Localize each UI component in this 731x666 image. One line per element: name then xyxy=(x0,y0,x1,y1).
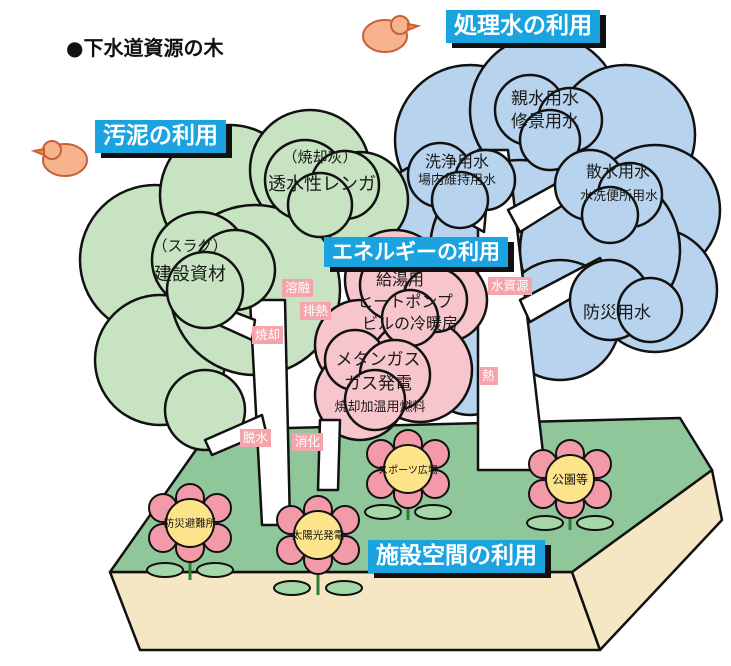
flower-label-1: 防災避難所 xyxy=(163,517,217,530)
flower-label-2: 太陽光発電 xyxy=(291,529,345,542)
water-use-1b: 修景用水 xyxy=(511,112,579,132)
water-sub-clouds xyxy=(406,73,684,344)
energy-use-1c: ビルの冷暖房 xyxy=(361,314,458,333)
tag-heat: 熱 xyxy=(479,367,498,385)
water-use-3b: 水洗便所用水 xyxy=(579,189,658,204)
energy-use-1a: 給湯用 xyxy=(375,270,424,289)
slag-label: （スラグ） xyxy=(152,237,228,255)
water-use-2b: 場内維持用水 xyxy=(417,173,496,188)
energy-use-2c: 焼却加温用燃料 xyxy=(334,400,426,415)
flower-icon xyxy=(146,483,234,580)
tag-incineration: 焼却 xyxy=(252,326,284,344)
water-use-2a: 洗浄用水 xyxy=(424,152,489,171)
header-facility-space: 施設空間の利用 xyxy=(368,540,545,573)
bird-icon xyxy=(30,140,88,177)
water-use-1a: 親水用水 xyxy=(511,89,579,109)
energy-sub-clouds xyxy=(323,248,469,432)
water-use-4: 防災用水 xyxy=(583,303,651,323)
sludge-sub-clouds xyxy=(150,138,381,330)
flower-label-3: スポーツ広場 xyxy=(378,465,438,477)
tag-melting: 溶融 xyxy=(282,279,314,297)
flower-icon xyxy=(526,439,614,531)
tag-dewatering: 脱水 xyxy=(240,429,272,447)
header-sludge: 汚泥の利用 xyxy=(95,120,226,153)
tag-digestion: 消化 xyxy=(292,433,324,451)
energy-trunk xyxy=(316,418,342,492)
flower-label-4: 公園等 xyxy=(551,472,589,487)
ash-label: （焼却灰） xyxy=(282,148,358,166)
energy-use-1b: ヒートポンプ xyxy=(357,292,453,311)
header-energy: エネルギーの利用 xyxy=(324,237,508,268)
energy-use-2a: メタンガス xyxy=(335,350,421,370)
energy-use-2b: ガス発電 xyxy=(344,374,412,394)
ash-use: 透水性レンガ xyxy=(268,174,376,195)
page-title: ●下水道資源の木 xyxy=(66,36,224,60)
bird-icon xyxy=(362,15,422,53)
water-use-3a: 散水用水 xyxy=(585,162,650,181)
tag-exhaust-heat: 排熱 xyxy=(300,302,332,320)
flower-icon xyxy=(364,429,452,520)
tag-water-resource: 水資源 xyxy=(488,277,532,295)
slag-use: 建設資材 xyxy=(154,264,226,285)
flower-icon xyxy=(273,495,363,596)
header-treated-water: 処理水の利用 xyxy=(446,10,600,43)
